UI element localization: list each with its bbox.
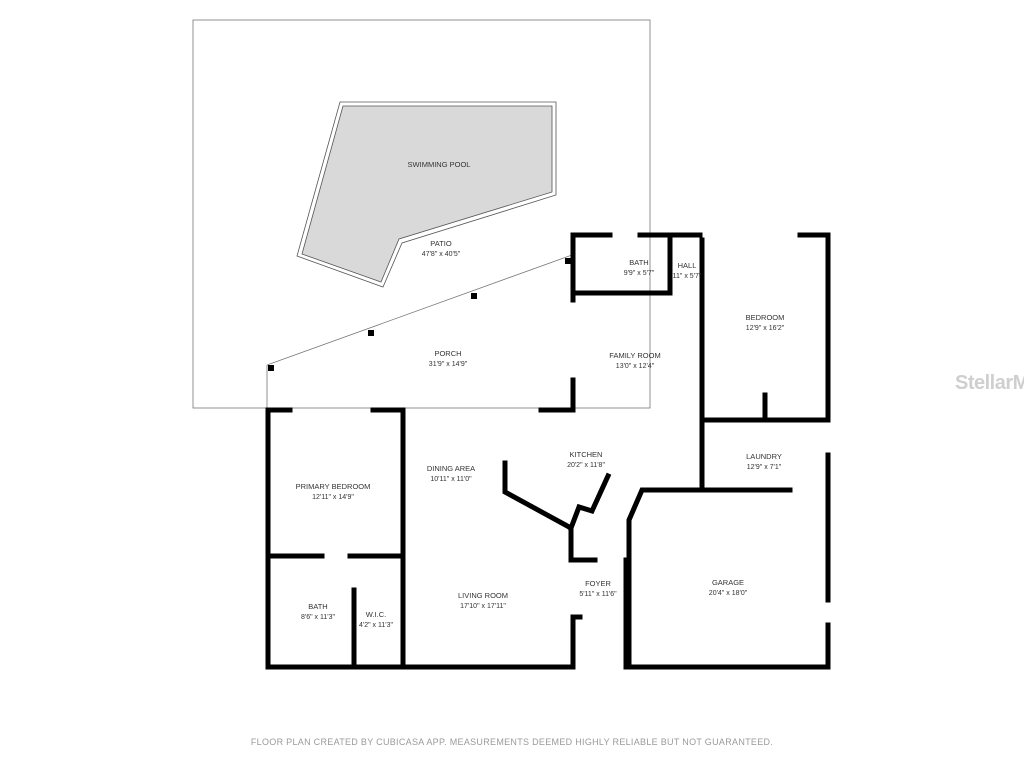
watermark-logo: StellarMLS bbox=[955, 372, 1024, 394]
footer-disclaimer: FLOOR PLAN CREATED BY CUBICASA APP. MEAS… bbox=[250, 737, 774, 747]
patio-outline bbox=[192, 19, 651, 409]
swimming-pool-water bbox=[301, 105, 553, 283]
room-label-swimming-pool: SWIMMING POOL bbox=[407, 160, 471, 169]
porch-outline bbox=[266, 254, 573, 366]
walls bbox=[265, 232, 831, 670]
swimming-pool bbox=[296, 101, 557, 288]
post bbox=[565, 258, 571, 264]
post bbox=[471, 293, 477, 299]
room-label-wic: W.I.C.4'2" x 11'3" bbox=[359, 610, 393, 629]
post bbox=[268, 365, 274, 371]
post bbox=[368, 330, 374, 336]
